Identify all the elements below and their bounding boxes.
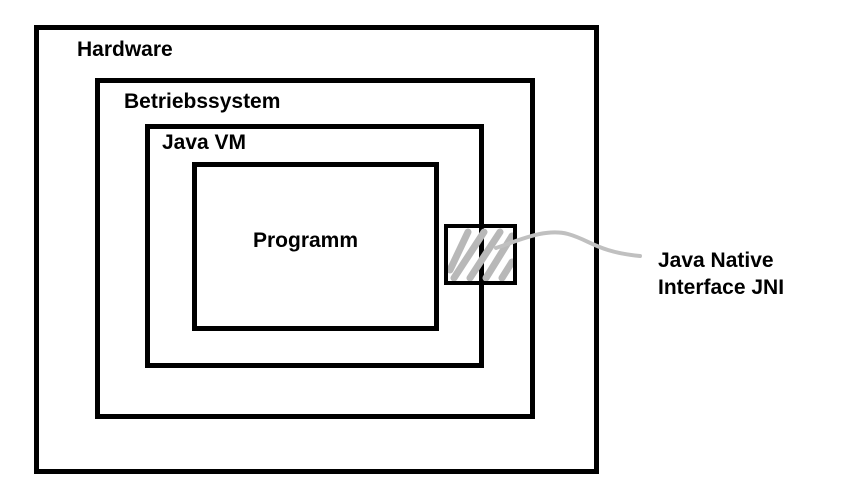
jni-label-line1: Java Native bbox=[658, 249, 774, 272]
os-label: Betriebssystem bbox=[124, 90, 281, 113]
jni-hatch-pattern bbox=[446, 228, 516, 282]
program-box bbox=[192, 162, 439, 331]
jvm-box bbox=[145, 124, 484, 368]
os-box bbox=[95, 78, 535, 419]
jni-connector-line bbox=[494, 230, 642, 258]
program-label: Programm bbox=[253, 229, 359, 252]
hardware-box bbox=[34, 25, 599, 474]
hardware-label: Hardware bbox=[77, 38, 173, 61]
jni-box bbox=[444, 224, 517, 285]
jvm-label: Java VM bbox=[162, 131, 247, 154]
jni-label-line2: Interface JNI bbox=[658, 276, 785, 300]
jni-label: Java Native Interface JNI bbox=[658, 247, 784, 302]
